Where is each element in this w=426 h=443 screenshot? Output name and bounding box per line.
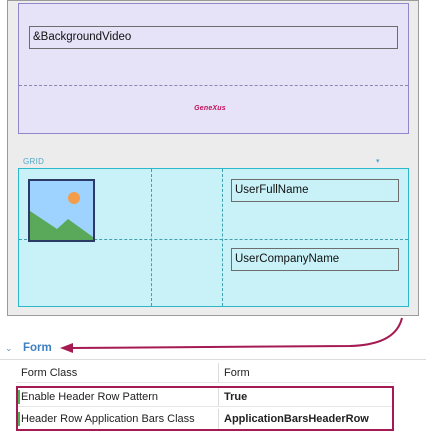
property-value[interactable]: Form <box>224 367 250 379</box>
modified-indicator <box>18 412 20 426</box>
property-column-separator <box>218 363 219 383</box>
video-section-divider <box>19 85 408 86</box>
property-value[interactable]: True <box>224 391 248 403</box>
property-name: Form Class <box>21 367 78 379</box>
property-row-enable-header-row-pattern[interactable]: Enable Header Row Pattern True <box>16 387 394 407</box>
grid-title: GRID <box>23 157 45 166</box>
property-name: Header Row Application Bars Class <box>21 413 195 425</box>
grid-row-divider <box>19 239 408 240</box>
user-company-name-field[interactable]: UserCompanyName <box>231 248 399 271</box>
genexus-logo: GeneXus <box>194 105 226 112</box>
grid-collapse-icon[interactable]: ▾ <box>376 158 380 165</box>
property-row-rule <box>16 406 394 407</box>
highlight-box <box>16 386 394 431</box>
grid-column-divider <box>151 169 152 306</box>
property-value[interactable]: ApplicationBarsHeaderRow <box>224 413 369 425</box>
property-row-rule <box>16 382 394 383</box>
properties-divider <box>0 359 426 360</box>
image-placeholder-graphic <box>30 181 93 240</box>
grid-column-divider <box>222 169 223 306</box>
properties-section-title[interactable]: Form <box>23 342 52 354</box>
modified-indicator <box>18 390 20 404</box>
property-row-form-class[interactable]: Form Class Form <box>16 363 394 383</box>
property-column-separator <box>218 409 219 429</box>
image-placeholder-icon[interactable] <box>28 179 95 242</box>
user-full-name-field[interactable]: UserFullName <box>231 179 399 202</box>
chevron-down-icon[interactable]: ⌄ <box>5 343 13 353</box>
property-name: Enable Header Row Pattern <box>21 391 158 403</box>
property-column-separator <box>218 387 219 407</box>
background-video-section[interactable] <box>18 3 409 134</box>
background-video-field[interactable]: &BackgroundVideo <box>29 26 398 49</box>
property-row-header-row-app-bars-class[interactable]: Header Row Application Bars Class Applic… <box>16 409 394 429</box>
